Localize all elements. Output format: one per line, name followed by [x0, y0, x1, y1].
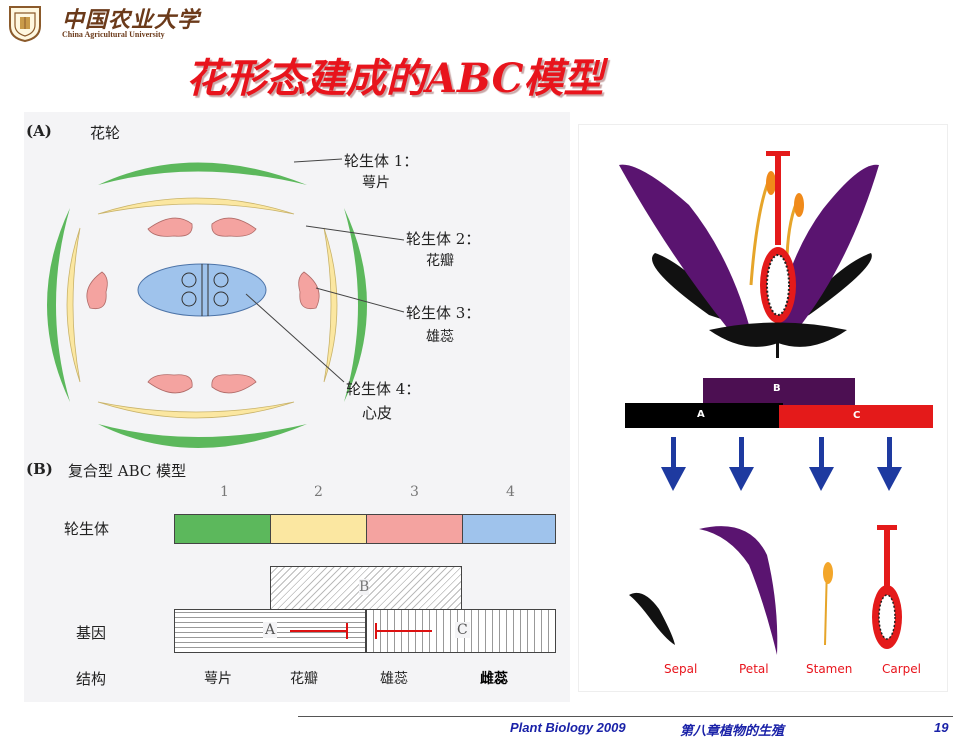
- gene-c-bar-label: C: [853, 410, 861, 421]
- structure-4: 雌蕊: [480, 671, 508, 687]
- whorl1-name: 萼片: [362, 175, 390, 191]
- sepal-right: [344, 208, 367, 402]
- university-name-cn: 中国农业大学: [62, 7, 201, 33]
- stamen-1: [147, 217, 193, 237]
- sepal-left: [47, 208, 70, 402]
- stamen-anther-left: [766, 171, 776, 195]
- whorl1-label: 轮生体 1：: [344, 152, 419, 170]
- panel-b-title: 复合型 ABC 模型: [68, 462, 187, 480]
- row-structure-label: 结构: [76, 670, 107, 688]
- university-name-en: China Agricultural University: [62, 30, 165, 39]
- university-seal-logo: [6, 4, 44, 43]
- whorl4-name: 心皮: [362, 404, 393, 422]
- gene-b-bar-label: B: [773, 383, 781, 394]
- gene-c-bar: [779, 405, 933, 428]
- col-4: 4: [506, 484, 515, 500]
- down-arrows: [661, 437, 902, 491]
- row-whorl-label: 轮生体: [64, 520, 110, 538]
- stamen-organ: [823, 562, 833, 584]
- whorl-cell-1: [174, 514, 272, 544]
- petal-organ: [699, 526, 778, 655]
- footer-chapter: 第八章植物的生殖: [680, 724, 785, 739]
- col-2: 2: [314, 484, 323, 500]
- whorl3-name: 雄蕊: [426, 329, 454, 345]
- organ-label-sepal: Sepal: [664, 662, 698, 676]
- gene-b-box: B: [270, 566, 462, 610]
- gene-a-bar: [625, 403, 783, 428]
- whorl4-label: 轮生体 4：: [346, 380, 421, 398]
- structure-3: 雄蕊: [380, 671, 408, 687]
- whorl-cell-4: [462, 514, 556, 544]
- floral-diagram: [47, 158, 405, 448]
- petal-shape-right: [775, 164, 879, 330]
- c-inhibits-a-marker: [376, 630, 432, 632]
- page-number: 19: [934, 720, 949, 735]
- stamen-5: [86, 271, 108, 310]
- whorl2-name: 花瓣: [426, 253, 454, 269]
- stamen-2: [211, 217, 257, 237]
- panel-b-label: (B): [26, 460, 53, 478]
- sepal-organ: [629, 592, 675, 645]
- gene-b-bar: [703, 378, 855, 405]
- whorl-cell-2: [270, 514, 368, 544]
- gene-c-label: C: [455, 622, 470, 638]
- col-1: 1: [220, 484, 229, 500]
- stamen-6: [298, 271, 320, 310]
- gene-a-label: A: [263, 622, 278, 638]
- petal-right: [323, 227, 338, 383]
- organ-label-carpel: Carpel: [882, 662, 921, 676]
- petal-top: [97, 197, 295, 215]
- panel-a-label: (A): [26, 122, 52, 140]
- organ-label-petal: Petal: [739, 662, 769, 676]
- stamen-anther-right: [794, 193, 804, 217]
- panel-a-title: 花轮: [90, 124, 121, 142]
- sepal-bottom: [98, 424, 307, 448]
- abc-model-figure: (A) 花轮 轮生体 1： 萼片 轮生体 2： 花瓣 轮生体 3： 雄蕊 轮生体…: [24, 112, 570, 702]
- flower-abc-illustration: B A C: [578, 124, 948, 692]
- stamen-4: [211, 374, 257, 394]
- petal-shape-left: [619, 164, 749, 330]
- footer-course: Plant Biology 2009: [510, 720, 626, 735]
- slide-title: 花形态建成的ABC模型: [186, 55, 604, 102]
- receptacle: [709, 322, 847, 347]
- sepal-top: [98, 162, 307, 185]
- row-gene-label: 基因: [76, 624, 107, 642]
- gene-a-bar-label: A: [697, 409, 705, 420]
- petal-bottom: [97, 401, 295, 419]
- stamen-3: [147, 374, 193, 394]
- whorl2-label: 轮生体 2：: [406, 230, 481, 248]
- petal-left: [66, 227, 81, 383]
- whorl3-label: 轮生体 3：: [406, 304, 481, 322]
- col-3: 3: [410, 484, 419, 500]
- footer-divider: [298, 716, 953, 717]
- a-inhibits-c-marker: [290, 630, 346, 632]
- structure-1: 萼片: [204, 671, 232, 687]
- flower-illustration-svg: [619, 151, 933, 655]
- whorl-cell-3: [366, 514, 464, 544]
- organ-label-stamen: Stamen: [806, 662, 853, 676]
- structure-2: 花瓣: [290, 671, 318, 687]
- gene-b-label: B: [359, 579, 370, 595]
